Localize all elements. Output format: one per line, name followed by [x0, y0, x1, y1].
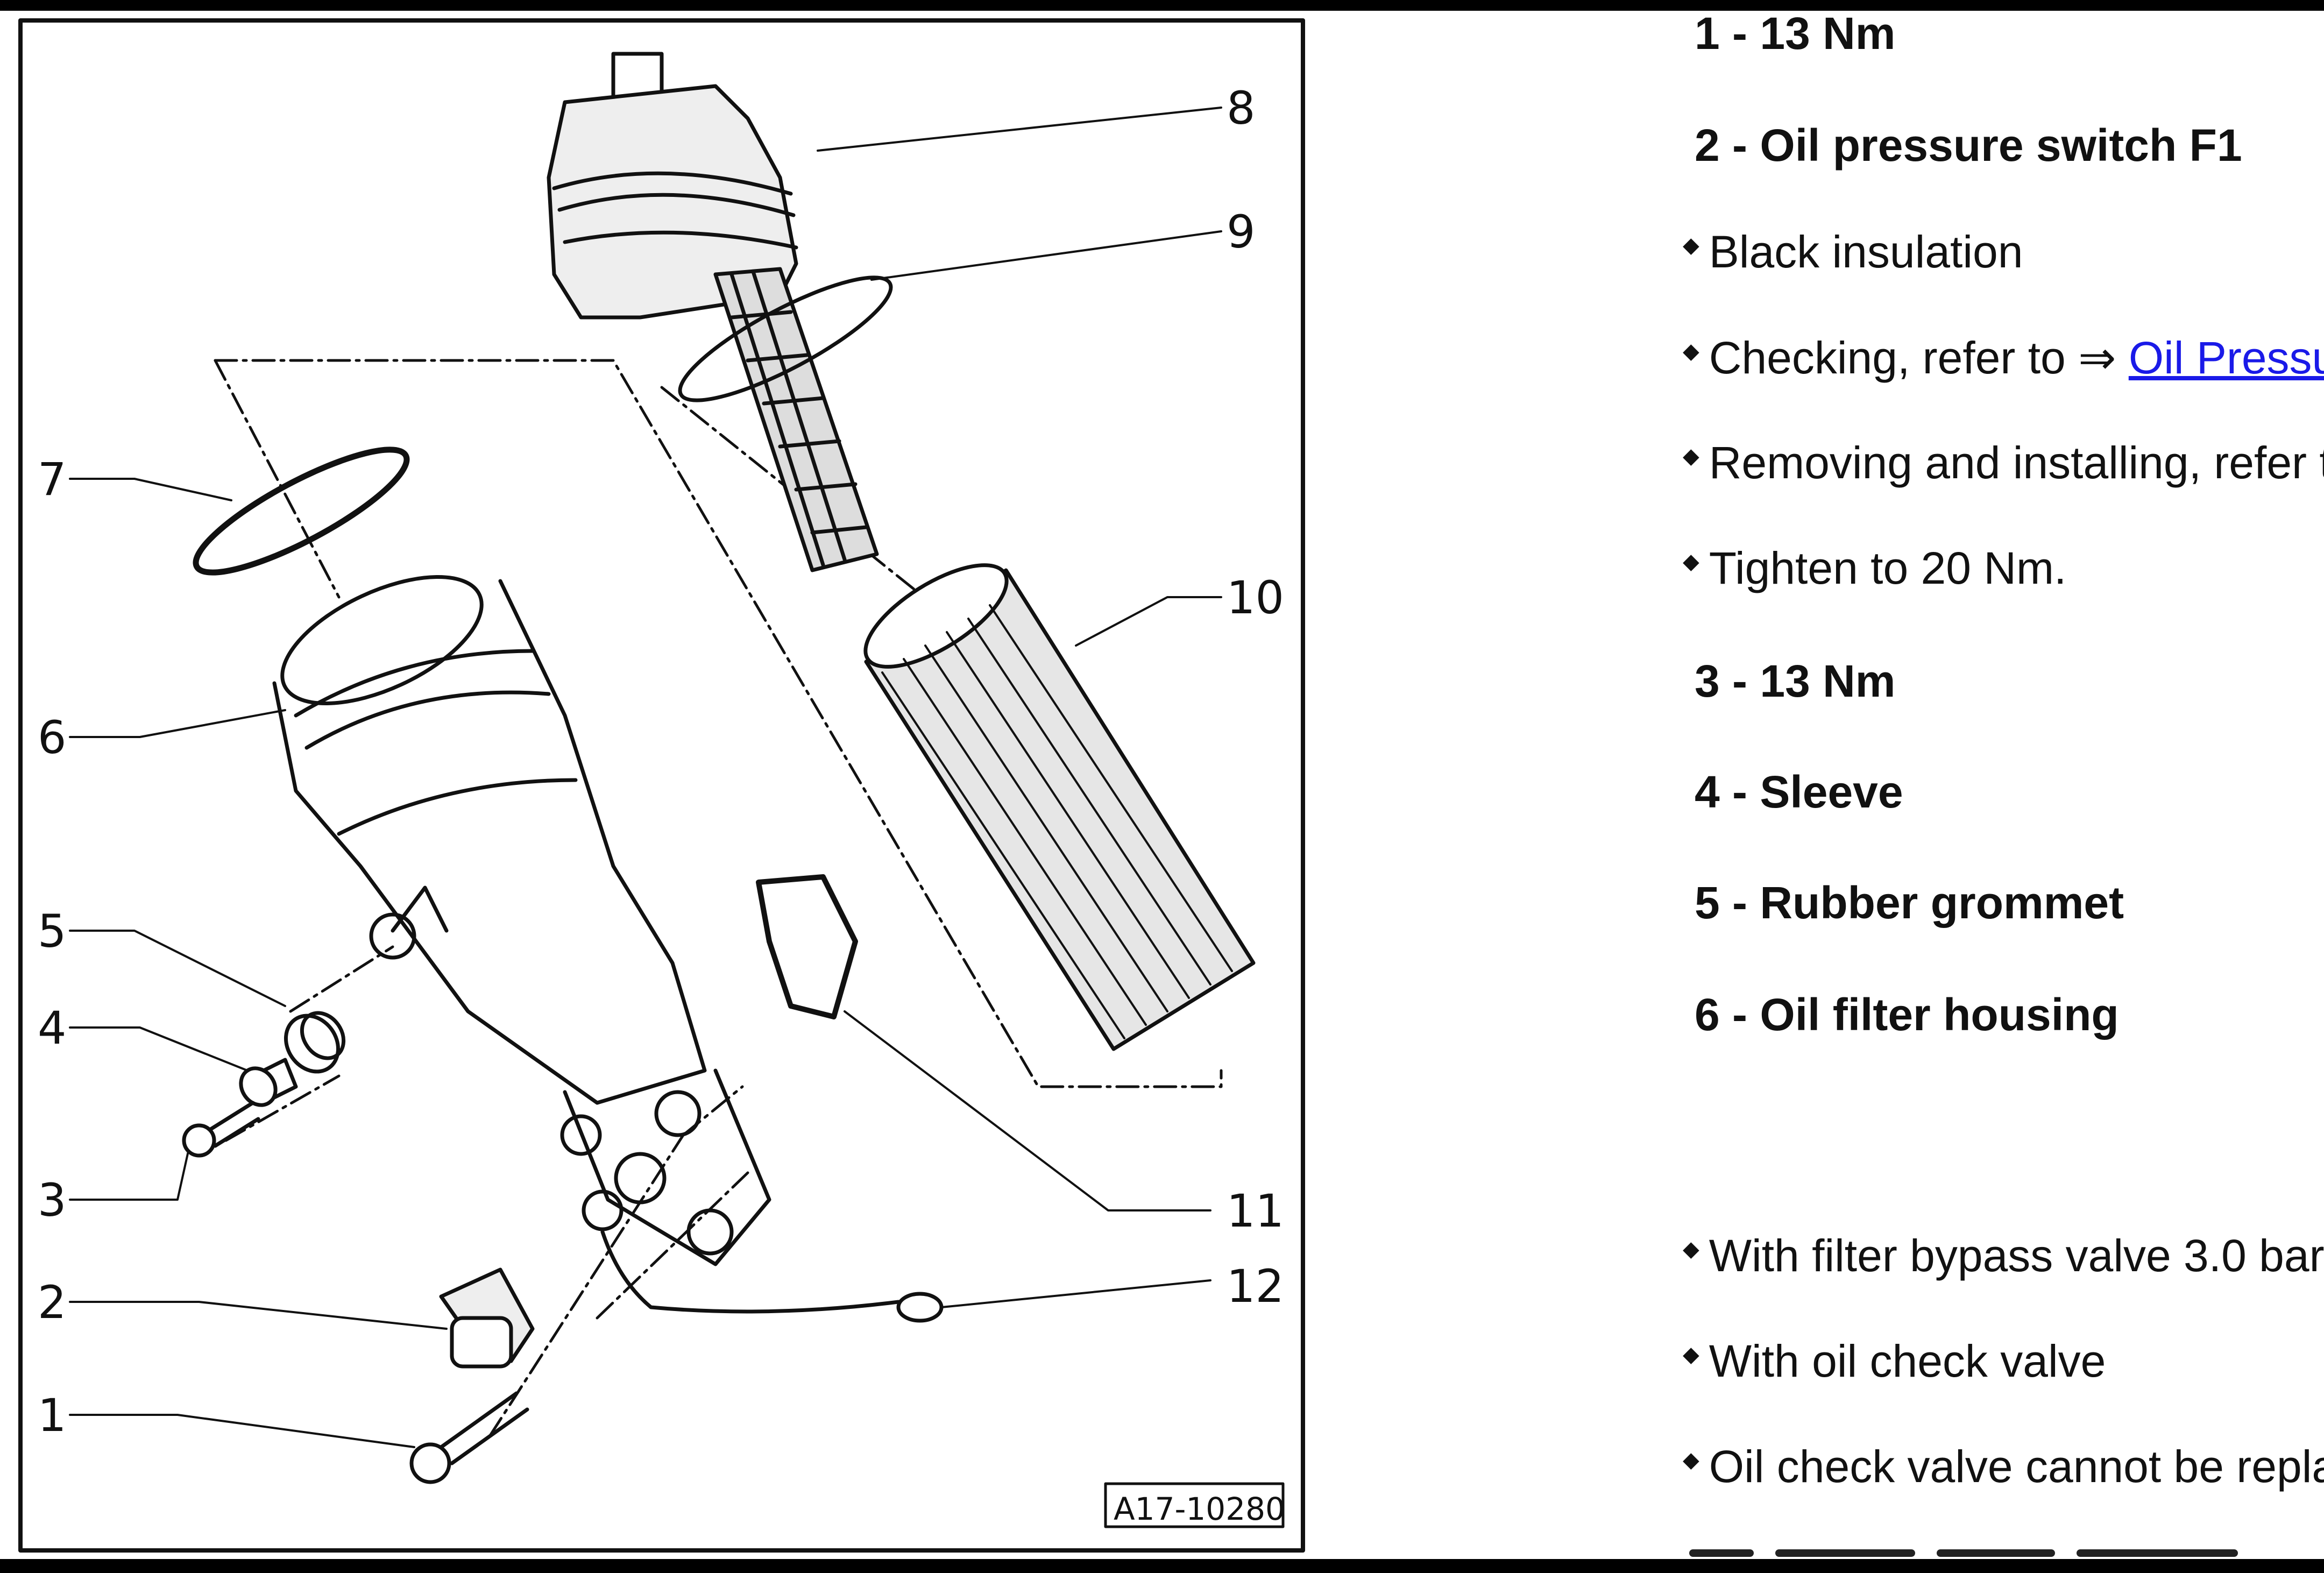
callout-5: 5 [38, 905, 66, 958]
o-ring-part [193, 447, 410, 576]
bullet-icon: ◆ [1683, 339, 1699, 363]
parts-legend: 1 - 13 Nm 2 - Oil pressure switch F1 ◆Bl… [1678, 0, 2324, 1555]
item-6-bullet: ◆Oil check valve cannot be repla [1683, 1441, 2324, 1492]
item-4-heading: 4 - Sleeve [1695, 767, 1903, 817]
housing-part [272, 575, 771, 1266]
bullet-icon: ◆ [1683, 1343, 1699, 1366]
cap-part [547, 52, 798, 320]
diagram-canvas: 1 2 3 4 5 6 7 8 9 10 11 12 A17-10280 [18, 18, 1305, 1553]
bullet-icon: ◆ [1683, 1448, 1699, 1472]
filter-insert-part [678, 267, 893, 572]
exploded-diagram: 1 2 3 4 5 6 7 8 9 10 11 12 A17-10280 [16, 16, 1307, 1555]
callout-3: 3 [38, 1174, 66, 1227]
callout-11: 11 [1227, 1185, 1284, 1237]
callout-2: 2 [38, 1276, 66, 1329]
callout-4: 4 [38, 1002, 66, 1054]
item-5-heading: 5 - Rubber grommet [1695, 877, 2124, 928]
gasket-part [756, 874, 858, 1019]
clipped-next-line [1689, 1549, 2324, 1557]
bullet-icon: ◆ [1683, 444, 1699, 468]
bullet-icon: ◆ [1683, 550, 1699, 573]
top-border [0, 0, 2324, 11]
callout-6: 6 [38, 711, 66, 764]
item-6-heading: 6 - Oil filter housing [1695, 989, 2119, 1040]
item-6-bullet: ◆With filter bypass valve 3.0 bar [1683, 1230, 2324, 1281]
pressure-switch-part [439, 1267, 535, 1369]
ground-wire-part [582, 1189, 944, 1323]
item-2-bullet: ◆Tighten to 20 Nm. [1683, 543, 2067, 593]
long-bolt-part [409, 1391, 529, 1484]
item-2-bullet: ◆Checking, refer to ⇒ Oil Pressu [1683, 331, 2324, 384]
callout-8: 8 [1227, 82, 1255, 134]
filter-element-part [863, 563, 1256, 1051]
grommet-part [284, 1011, 346, 1074]
callout-1: 1 [38, 1389, 66, 1442]
bullet-icon: ◆ [1683, 233, 1699, 257]
item-2-bullet: ◆Removing and installing, refer t [1683, 437, 2324, 488]
sleeve-part [239, 1058, 298, 1107]
item-3-heading: 3 - 13 Nm [1695, 656, 1896, 706]
small-bolt-part [182, 1101, 260, 1158]
item-6-bullet: ◆With oil check valve [1683, 1336, 2106, 1386]
bullet-icon: ◆ [1683, 1237, 1699, 1261]
item-2-bullet: ◆Black insulation [1683, 226, 2023, 277]
oil-pressure-link[interactable]: Oil Pressu [2128, 332, 2324, 383]
callout-12: 12 [1227, 1260, 1284, 1313]
item-1-heading: 1 - 13 Nm [1695, 8, 1896, 59]
item-2-heading: 2 - Oil pressure switch F1 [1695, 120, 2242, 171]
bottom-border [0, 1559, 2324, 1573]
callout-9: 9 [1227, 206, 1255, 258]
figure-id: A17-10280 [1114, 1491, 1285, 1527]
callout-7: 7 [38, 453, 66, 506]
callout-10: 10 [1227, 571, 1284, 624]
